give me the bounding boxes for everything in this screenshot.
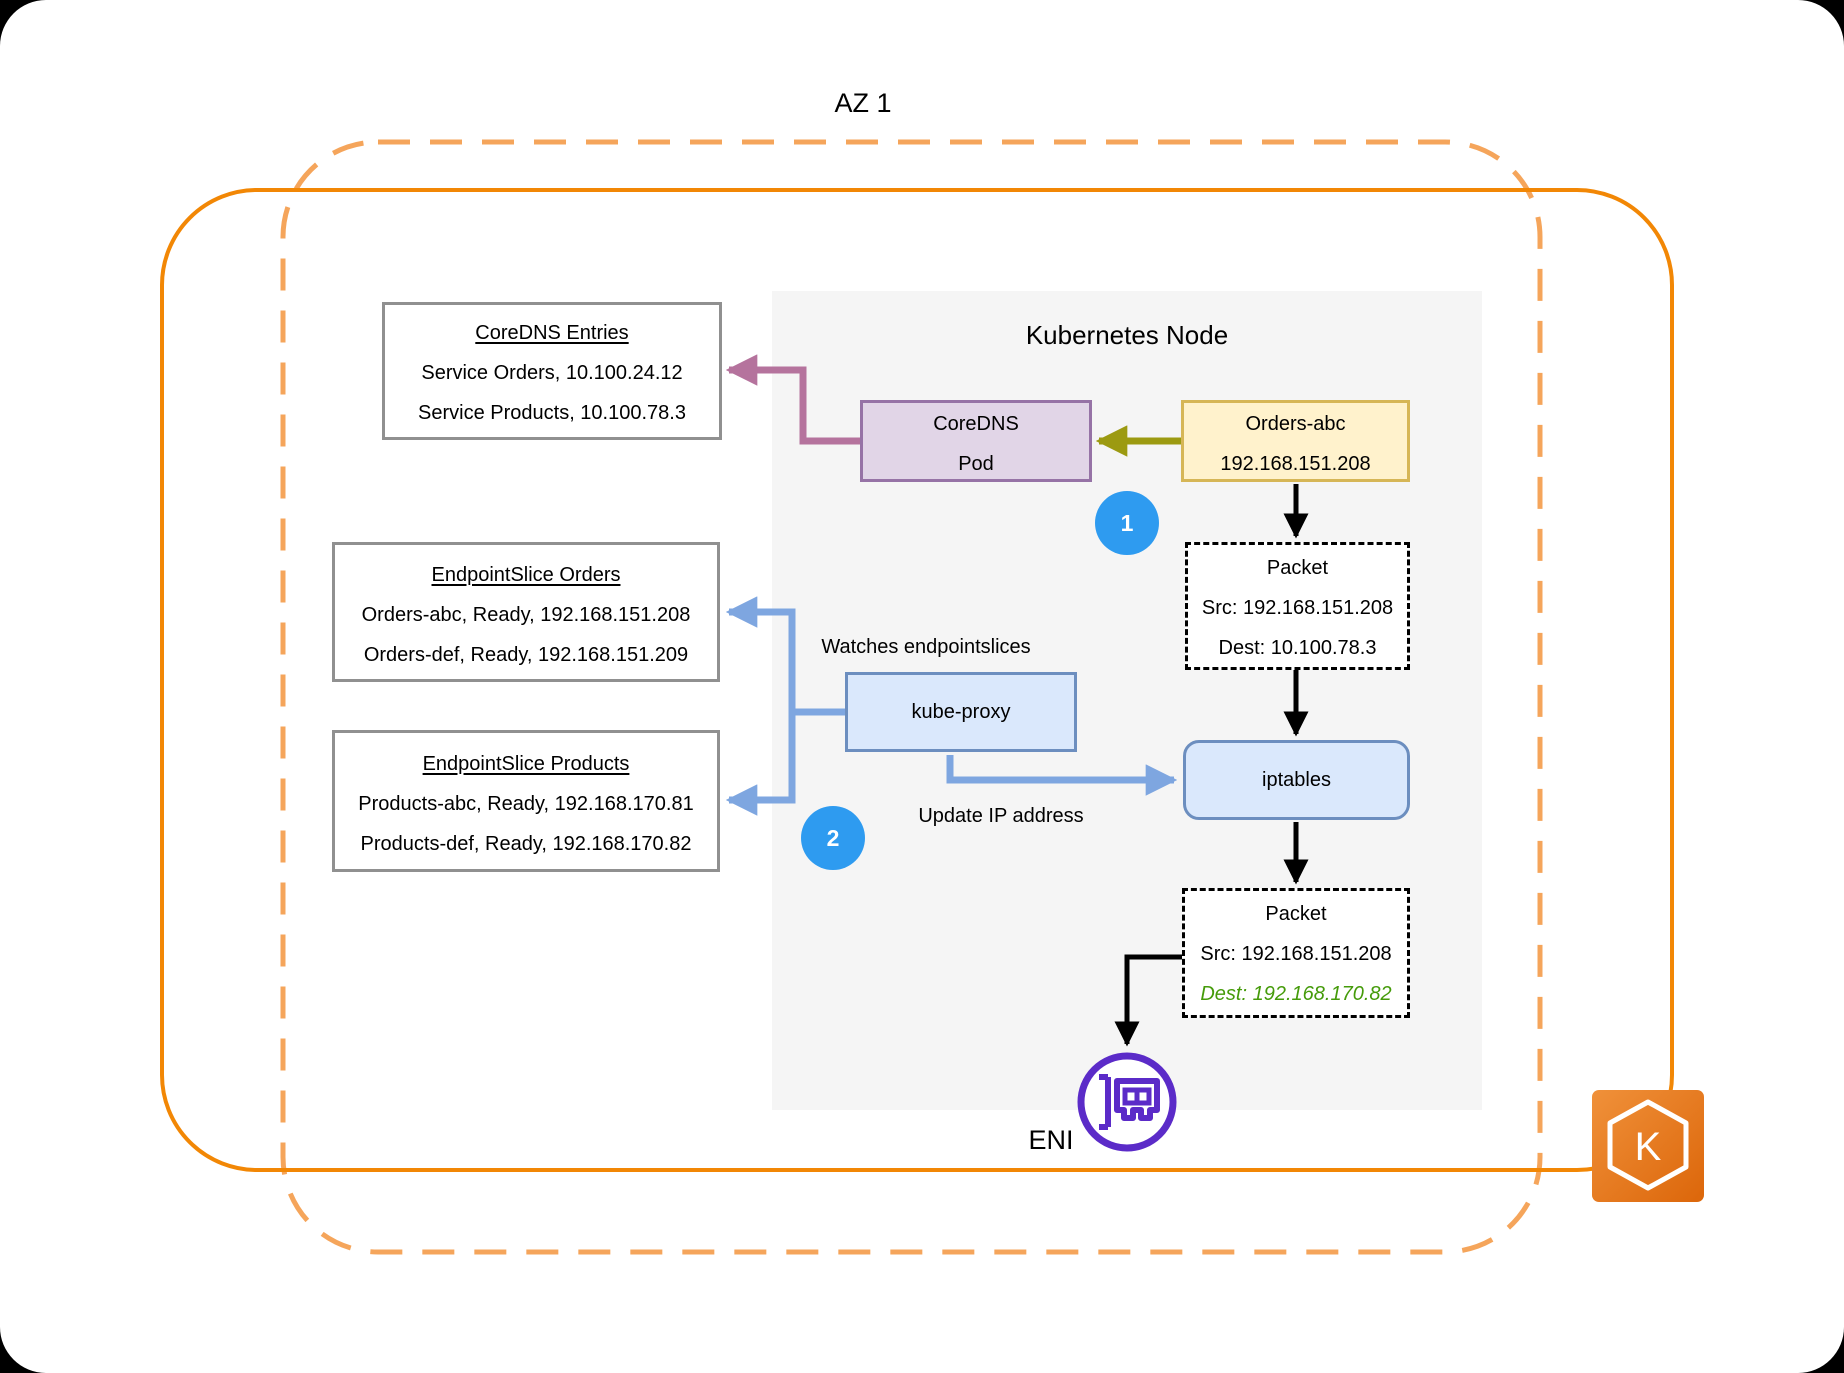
endpointslice-row: Orders-def, Ready, 192.168.151.209: [363, 644, 689, 666]
step-2-badge: 2: [801, 806, 865, 870]
endpointslice-row: Products-abc, Ready, 192.168.170.81: [358, 793, 694, 815]
az-dashed-border: [280, 139, 1543, 1255]
coredns-entries-title: CoreDNS Entries: [475, 322, 629, 344]
watches-endpointslices-label: Watches endpointslices: [821, 636, 1031, 658]
packet-before-box: Packet Src: 192.168.151.208 Dest: 10.100…: [1185, 542, 1410, 670]
packet-title: Packet: [1265, 903, 1327, 925]
coredns-entry-row: Service Products, 10.100.78.3: [418, 402, 686, 424]
packet-dest: Dest: 10.100.78.3: [1218, 637, 1377, 659]
arrow-corednspod-to-entries: [725, 354, 860, 445]
az-zone-label: AZ 1: [834, 88, 892, 118]
step-1-badge: 1: [1095, 491, 1159, 555]
eni-label: ENI: [1028, 1125, 1074, 1155]
iptables-box: iptables: [1183, 740, 1410, 820]
arrow-packet-to-eni: [1114, 954, 1182, 1047]
endpointslice-row: Products-def, Ready, 192.168.170.82: [360, 833, 692, 855]
eks-letter: K: [1635, 1125, 1662, 1169]
orders-pod-name: Orders-abc: [1245, 413, 1346, 435]
update-ip-address-label: Update IP address: [918, 805, 1084, 827]
packet-title: Packet: [1266, 557, 1329, 579]
cluster-solid-border: [160, 188, 1674, 1172]
endpointslice-orders-box: EndpointSlice Orders Orders-abc, Ready, …: [332, 542, 720, 682]
packet-dest-updated: Dest: 192.168.170.82: [1200, 983, 1392, 1005]
arrow-kubeproxy-to-iptables: [946, 755, 1178, 796]
kube-proxy-label: kube-proxy: [911, 701, 1011, 723]
kubernetes-node-title: Kubernetes Node: [1025, 320, 1229, 350]
arrow-kubeproxy-to-es-orders: [725, 596, 845, 716]
kube-proxy-box: kube-proxy: [845, 672, 1077, 752]
packet-src: Src: 192.168.151.208: [1201, 597, 1394, 619]
packet-after-box: Packet Src: 192.168.151.208 Dest: 192.16…: [1182, 888, 1410, 1018]
orders-pod-ip: 192.168.151.208: [1220, 453, 1371, 475]
coredns-entry-row: Service Orders, 10.100.24.12: [421, 362, 683, 384]
endpointslice-orders-title: EndpointSlice Orders: [431, 564, 621, 586]
orders-abc-pod-box: Orders-abc 192.168.151.208: [1181, 400, 1410, 482]
coredns-pod-box: CoreDNS Pod: [860, 400, 1092, 482]
eks-icon: K: [1592, 1090, 1704, 1202]
eks-hexagon-glyph: K: [1607, 1099, 1689, 1191]
packet-src: Src: 192.168.151.208: [1200, 943, 1392, 965]
arrow-kubeproxy-to-es-products: [725, 712, 796, 816]
eni-icon: [1077, 1052, 1177, 1152]
iptables-label: iptables: [1262, 769, 1331, 791]
endpointslice-products-title: EndpointSlice Products: [422, 753, 630, 775]
coredns-pod-kind: Pod: [958, 453, 994, 475]
endpointslice-products-box: EndpointSlice Products Products-abc, Rea…: [332, 730, 720, 872]
endpointslice-row: Orders-abc, Ready, 192.168.151.208: [361, 604, 691, 626]
coredns-pod-name: CoreDNS: [933, 413, 1019, 435]
coredns-entries-box: CoreDNS Entries Service Orders, 10.100.2…: [382, 302, 722, 440]
